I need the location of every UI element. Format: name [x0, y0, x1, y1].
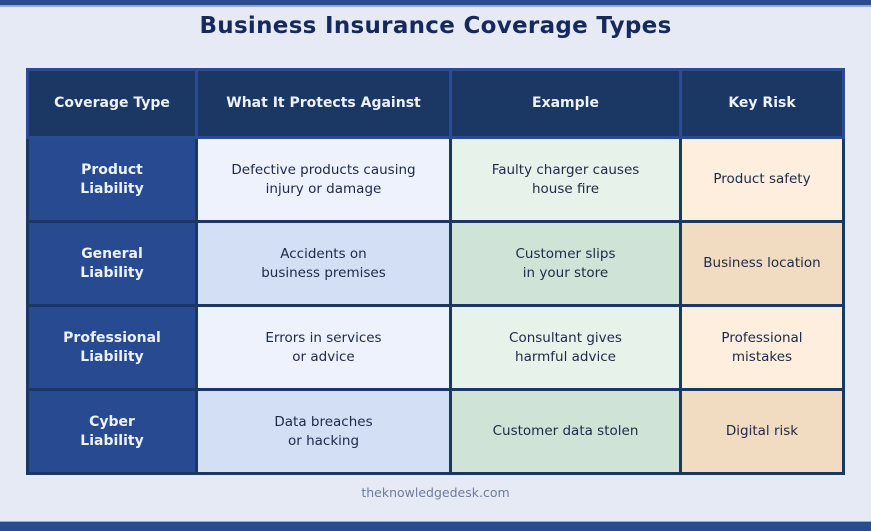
- row-cyber-liability-protects: Data breaches or hacking: [198, 391, 449, 472]
- row-product-liability-protects: Defective products causing injury or dam…: [198, 139, 449, 220]
- row-cyber-liability-risk: Digital risk: [682, 391, 842, 472]
- row-professional-liability-example: Consultant gives harmful advice: [452, 307, 679, 388]
- row-product-liability-example: Faulty charger causes house fire: [452, 139, 679, 220]
- row-general-liability-example: Customer slips in your store: [452, 223, 679, 304]
- row-cyber-liability-example: Customer data stolen: [452, 391, 679, 472]
- row-professional-liability-type: Professional Liability: [29, 307, 195, 388]
- page-title: Business Insurance Coverage Types: [199, 13, 672, 39]
- source-watermark: theknowledgedesk.com: [361, 485, 510, 500]
- row-product-liability-type: Product Liability: [29, 139, 195, 220]
- row-cyber-liability-type: Cyber Liability: [29, 391, 195, 472]
- row-product-liability-risk: Product safety: [682, 139, 842, 220]
- row-general-liability-type: General Liability: [29, 223, 195, 304]
- top-accent-bar: [0, 0, 871, 7]
- row-general-liability-risk: Business location: [682, 223, 842, 304]
- bottom-accent-bar: [0, 521, 871, 531]
- row-professional-liability-protects: Errors in services or advice: [198, 307, 449, 388]
- row-professional-liability-risk: Professional mistakes: [682, 307, 842, 388]
- header-cell-coverage-type: Coverage Type: [29, 71, 195, 136]
- header-cell-protects-against: What It Protects Against: [198, 71, 449, 136]
- header-cell-example: Example: [452, 71, 679, 136]
- coverage-table: Coverage Type What It Protects Against E…: [26, 68, 845, 475]
- header-cell-key-risk: Key Risk: [682, 71, 842, 136]
- row-general-liability-protects: Accidents on business premises: [198, 223, 449, 304]
